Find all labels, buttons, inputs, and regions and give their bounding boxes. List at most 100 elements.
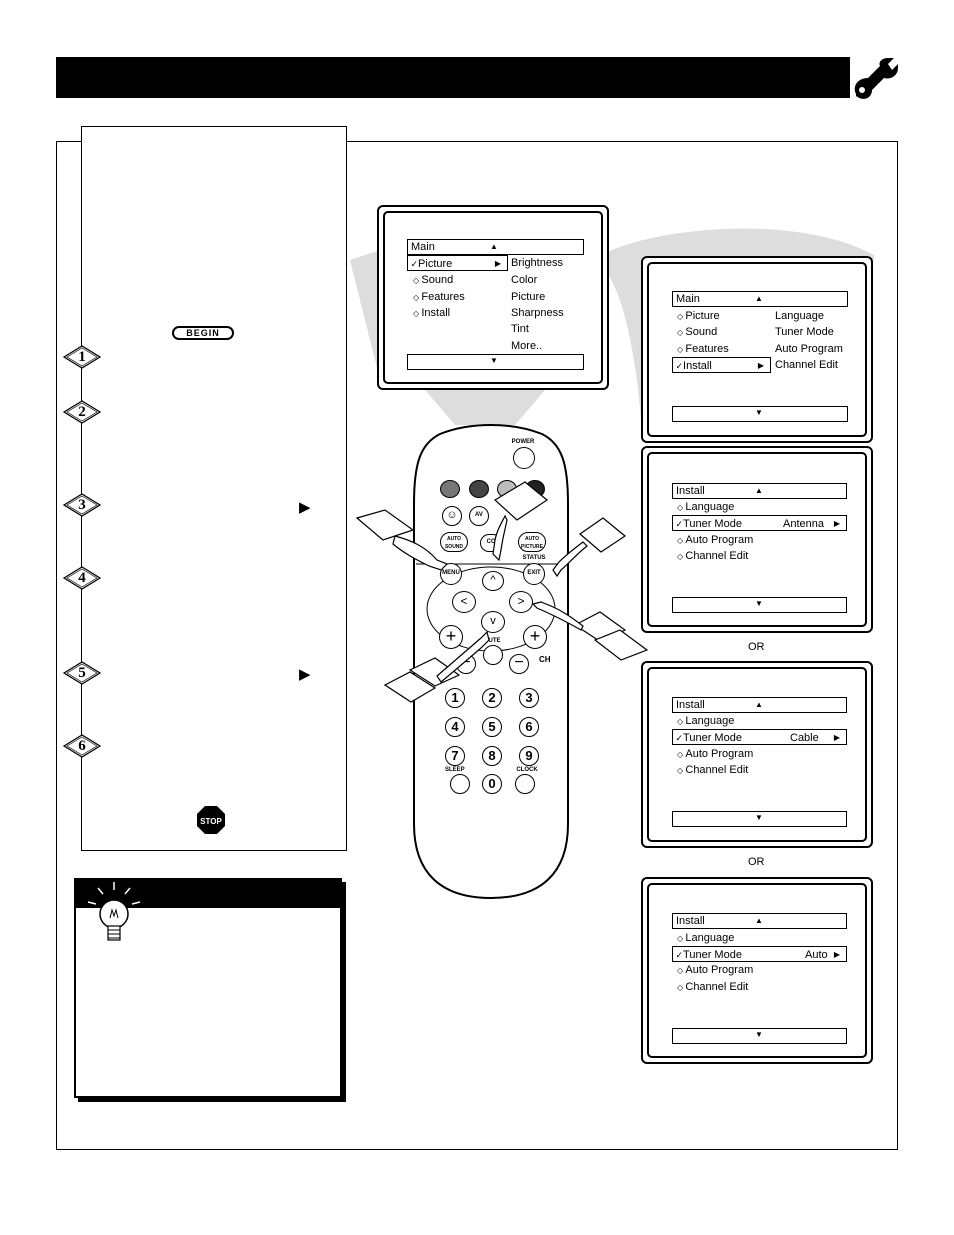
menu-item-sound[interactable]: ◇ Sound [413, 274, 454, 286]
auto-sound-button[interactable]: AUTO SOUND [440, 532, 468, 552]
header-bar [56, 57, 850, 98]
begin-badge: BEGIN [172, 326, 234, 340]
digit-button-8[interactable]: 8 [482, 746, 502, 766]
menu-item-picture[interactable]: ✓Picture▶ [407, 255, 508, 271]
channel-down-button[interactable]: − [509, 654, 529, 674]
step-number-2: 2 [63, 400, 101, 424]
ch-label: CH [539, 655, 551, 664]
right-arrow-button[interactable]: > [509, 591, 533, 613]
submenu-item: Color [511, 274, 538, 286]
menu-item-auto-program[interactable]: ◇ Auto Program [677, 964, 754, 976]
menu-item-picture[interactable]: ◇ Picture [677, 310, 720, 322]
status-label: STATUS [522, 555, 546, 561]
menu-item-features[interactable]: ◇ Features [677, 343, 729, 355]
step-number-6: 6 [63, 734, 101, 758]
exit-button[interactable]: EXIT [523, 563, 545, 585]
left-arrow-button[interactable]: < [452, 591, 476, 613]
menu-item-language[interactable]: ◇ Language [677, 715, 735, 727]
stop-label: STOP [200, 817, 222, 826]
menu-title: Install▲ [672, 913, 847, 929]
menu-scroll-bar: ▼ [672, 597, 847, 613]
submenu-item: Brightness [511, 257, 563, 269]
or-label: OR [748, 641, 765, 653]
sleep-button[interactable] [450, 774, 470, 794]
menu-scroll-bar: ▼ [672, 1028, 847, 1044]
instruction-panel [81, 126, 347, 851]
menu-button[interactable]: MENU [440, 563, 462, 585]
menu-item-tuner-mode[interactable]: ✓Tuner Mode Auto▶ [672, 946, 847, 962]
stop-sign-icon: STOP [197, 806, 225, 834]
channel-up-button[interactable]: + [523, 625, 547, 649]
av-button[interactable]: AV [469, 506, 489, 526]
or-label: OR [748, 856, 765, 868]
menu-item-auto-program[interactable]: ◇ Auto Program [677, 748, 754, 760]
menu-item-tuner-mode[interactable]: ✓Tuner Mode Cable▶ [672, 729, 847, 745]
submenu-item: Tuner Mode [775, 326, 834, 338]
menu-scroll-bar: ▼ [672, 811, 847, 827]
digit-button-7[interactable]: 7 [445, 746, 465, 766]
menu-item-install[interactable]: ◇ Install [413, 307, 451, 319]
digit-button-0[interactable]: 0 [482, 774, 502, 794]
submenu-item: More.. [511, 340, 543, 352]
menu-item-tuner-mode[interactable]: ✓Tuner Mode Antenna▶ [672, 515, 847, 531]
tv-screen-tuner-auto: Install▲ ◇ Language ✓Tuner Mode Auto▶ ◇ … [641, 877, 873, 1064]
mute-button[interactable] [483, 645, 503, 665]
digit-button-2[interactable]: 2 [482, 688, 502, 708]
content-frame [56, 141, 898, 1150]
digit-button-9[interactable]: 9 [519, 746, 539, 766]
menu-item-channel-edit[interactable]: ◇ Channel Edit [677, 550, 749, 562]
power-label: POWER [511, 439, 535, 445]
digit-button-4[interactable]: 4 [445, 717, 465, 737]
menu-item-channel-edit[interactable]: ◇ Channel Edit [677, 764, 749, 776]
submenu-item: Tint [511, 323, 529, 335]
digit-button-3[interactable]: 3 [519, 688, 539, 708]
submenu-item: Sharpness [511, 307, 564, 319]
menu-scroll-bar: ▼ [672, 406, 848, 422]
tv-screen-main-install: Main▲ ◇ Picture ◇ Sound ◇ Features ✓Inst… [641, 256, 873, 443]
menu-title: Main▲ [407, 239, 584, 255]
menu-item-sound[interactable]: ◇ Sound [677, 326, 718, 338]
step-number-4: 4 [63, 566, 101, 590]
pointing-hands [355, 481, 649, 703]
tv-screen-tuner-antenna: Install▲ ◇ Language ✓Tuner Mode Antenna▶… [641, 446, 873, 633]
digit-button-1[interactable]: 1 [445, 688, 465, 708]
clock-button[interactable] [515, 774, 535, 794]
menu-item-auto-program[interactable]: ◇ Auto Program [677, 534, 754, 546]
tv-screen-main-picture: Main▲ ✓Picture▶ ◇ Sound ◇ Features ◇ Ins… [377, 205, 609, 390]
submenu-item: Language [775, 310, 824, 322]
wrench-icon [854, 58, 898, 99]
smiley-button[interactable]: ☺ [442, 506, 462, 526]
menu-item-features[interactable]: ◇ Features [413, 291, 465, 303]
menu-title: Install▲ [672, 483, 847, 499]
submenu-item: Channel Edit [775, 359, 838, 371]
step-number-1: 1 [63, 345, 101, 369]
up-arrow-button[interactable]: ^ [482, 571, 504, 591]
auto-picture-button[interactable]: AUTO PICTURE [518, 532, 546, 552]
color-button-2[interactable] [469, 480, 489, 498]
down-arrow-button[interactable]: v [481, 611, 505, 633]
menu-scroll-bar: ▼ [407, 354, 584, 370]
color-button-1[interactable] [440, 480, 460, 498]
volume-up-button[interactable]: + [439, 625, 463, 649]
submenu-item: Auto Program [775, 343, 843, 355]
power-button[interactable] [513, 447, 535, 469]
submenu-item: Picture [511, 291, 546, 303]
sleep-label: SLEEP [445, 767, 465, 773]
menu-title: Main▲ [672, 291, 848, 307]
digit-button-5[interactable]: 5 [482, 717, 502, 737]
menu-item-install[interactable]: ✓Install▶ [672, 357, 771, 373]
menu-item-language[interactable]: ◇ Language [677, 932, 735, 944]
clock-label: CLOCK [516, 767, 538, 773]
menu-item-language[interactable]: ◇ Language [677, 501, 735, 513]
step-number-3: 3 [63, 493, 101, 517]
mute-label: MUTE [483, 638, 501, 644]
menu-title: Install▲ [672, 697, 847, 713]
digit-button-6[interactable]: 6 [519, 717, 539, 737]
arrow-right-icon: ▶ [299, 666, 311, 683]
arrow-right-icon: ▶ [299, 499, 311, 516]
menu-item-channel-edit[interactable]: ◇ Channel Edit [677, 981, 749, 993]
step-number-5: 5 [63, 661, 101, 685]
curved-beam [594, 228, 874, 440]
tv-screen-tuner-cable: Install▲ ◇ Language ✓Tuner Mode Cable▶ ◇… [641, 661, 873, 848]
lightbulb-icon [87, 882, 141, 941]
